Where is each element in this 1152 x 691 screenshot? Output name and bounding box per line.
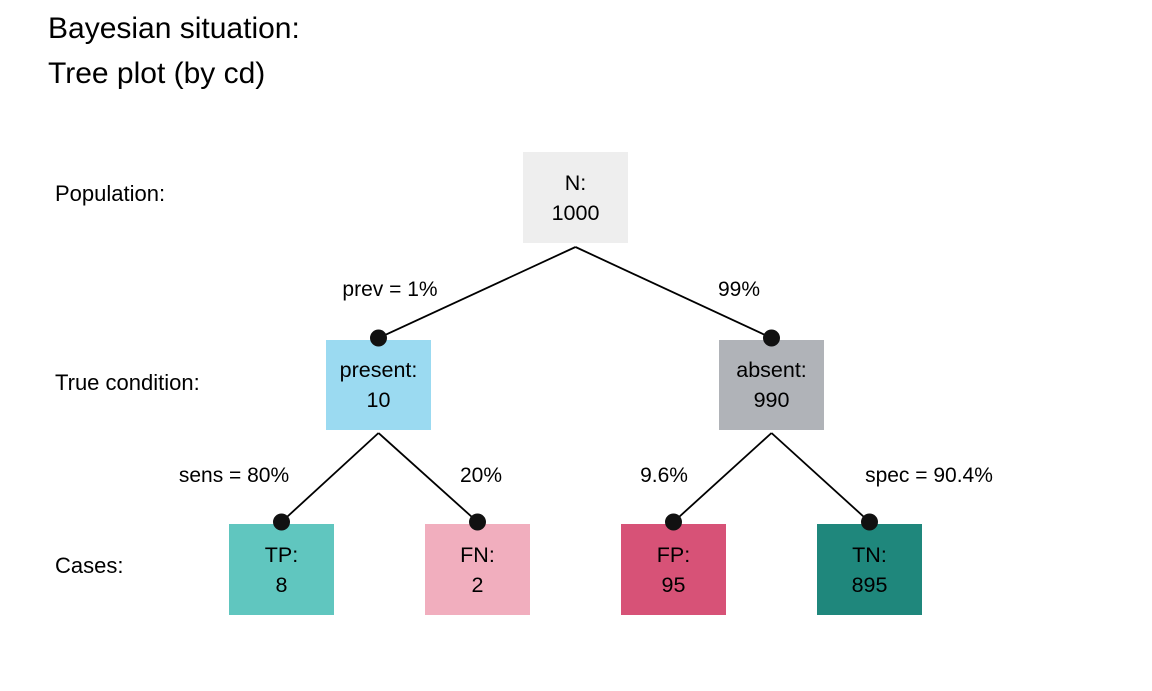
- edge-label-sensitivity: sens = 80%: [178, 464, 290, 487]
- node-condition-present-value: 10: [366, 388, 391, 412]
- node-false-negative-label: FN:: [460, 542, 495, 567]
- edge-present-to-tp: [280, 432, 380, 523]
- node-population-total: N: 1000: [523, 152, 628, 243]
- node-true-positive: TP: 8: [229, 524, 334, 615]
- node-condition-absent-value: 990: [753, 388, 790, 412]
- edge-label-specificity: spec = 90.4%: [865, 464, 993, 487]
- edge-label-prevalence: prev = 1%: [342, 278, 438, 301]
- edge-label-prevalence-complement: 99%: [717, 278, 761, 301]
- row-label-population: Population:: [55, 181, 166, 206]
- node-false-positive-value: 95: [661, 572, 686, 597]
- node-condition-present-label: present:: [339, 358, 418, 382]
- node-population-total-value: 1000: [551, 200, 600, 225]
- edge-absent-to-tn: [770, 432, 871, 523]
- edge-label-sensitivity-complement: 20%: [459, 464, 503, 487]
- node-true-positive-label: TP:: [264, 542, 299, 567]
- node-true-negative: TN: 895: [817, 524, 922, 615]
- node-condition-present: present: 10: [326, 340, 431, 430]
- node-true-positive-value: 8: [275, 572, 288, 597]
- plot-title-line1: Bayesian situation:: [48, 12, 300, 45]
- row-label-true-condition: True condition:: [55, 370, 200, 395]
- node-false-positive-label: FP:: [656, 542, 691, 567]
- node-false-positive: FP: 95: [621, 524, 726, 615]
- node-true-negative-label: TN:: [852, 542, 887, 567]
- node-condition-absent-label: absent:: [736, 358, 807, 382]
- plot-title: Bayesian situation: Tree plot (by cd): [48, 6, 300, 96]
- node-population-total-label: N:: [564, 170, 587, 195]
- edge-absent-to-fp: [672, 432, 773, 523]
- node-false-negative-value: 2: [471, 572, 484, 597]
- node-false-negative: FN: 2: [425, 524, 530, 615]
- plot-title-line2: Tree plot (by cd): [48, 57, 266, 90]
- node-true-negative-value: 895: [851, 572, 888, 597]
- row-label-cases: Cases:: [55, 553, 124, 578]
- node-condition-absent: absent: 990: [719, 340, 824, 430]
- edge-label-specificity-complement: 9.6%: [640, 464, 688, 487]
